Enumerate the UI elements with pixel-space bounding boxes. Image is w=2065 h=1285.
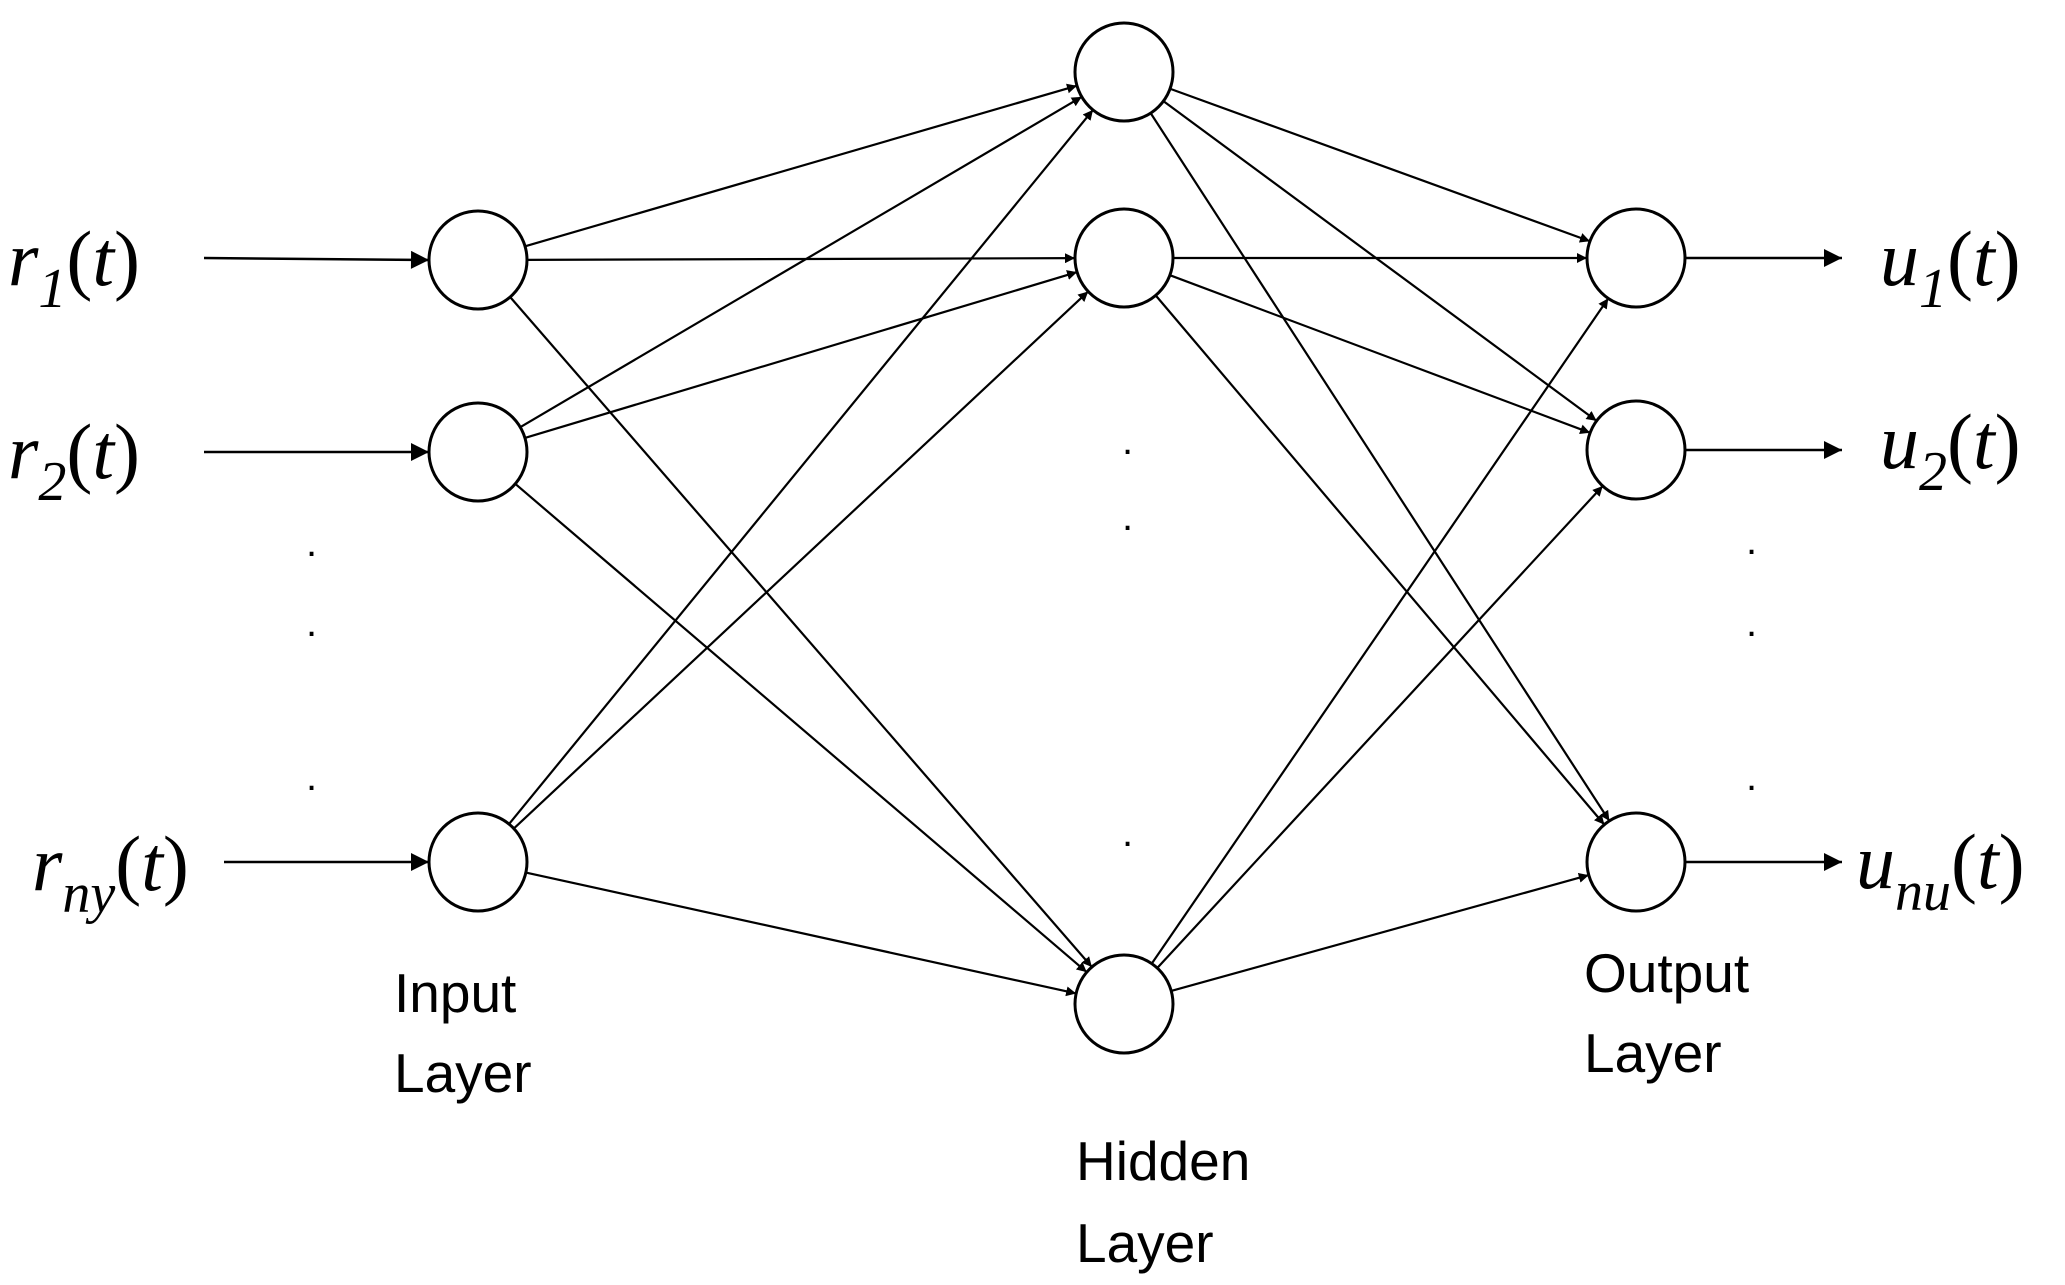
input-neuron (427, 401, 529, 503)
input-neuron (427, 209, 529, 311)
output-neuron (1585, 399, 1687, 501)
output-label-nu: unu(t) (1856, 818, 2025, 923)
input-hidden-connection (525, 871, 1077, 997)
input-ellipsis-dot: . (306, 601, 317, 645)
output-ellipsis-dot: . (1746, 519, 1757, 563)
input-neuron (427, 811, 529, 913)
output-neuron (1585, 811, 1687, 913)
input-label-1: r1(t) (8, 215, 140, 320)
hidden-output-connection (1150, 297, 1610, 965)
io-arrows (203, 249, 1842, 871)
hidden-output-connection (1154, 294, 1606, 826)
input-hidden-connection (524, 270, 1078, 439)
hidden-output-connection (1169, 87, 1591, 243)
output-neuron (1585, 207, 1687, 309)
hidden-layer-label-line2: Layer (1076, 1212, 1214, 1274)
input-layer-label-line1: Input (394, 962, 516, 1024)
hidden-output-connection (1169, 274, 1591, 434)
hidden-output-connection (1162, 100, 1598, 422)
input-hidden-connection (513, 290, 1089, 830)
neurons (427, 21, 1687, 1055)
output-ellipsis-dot: . (1746, 601, 1757, 645)
hidden-ellipsis-dot: . (1122, 811, 1133, 855)
hidden-ellipsis-dot: . (1122, 419, 1133, 463)
input-hidden-connection (509, 296, 1093, 968)
input-hidden-connection (519, 95, 1083, 429)
input-label-2: r2(t) (8, 408, 140, 513)
hidden-output-connection (1170, 872, 1590, 992)
output-label-2: u2(t) (1880, 398, 2021, 503)
hidden-neuron (1073, 207, 1175, 309)
hidden-neuron (1073, 21, 1175, 123)
input-hidden-connection (524, 83, 1078, 248)
output-layer-label-line2: Layer (1584, 1022, 1722, 1084)
input-arrow (203, 250, 430, 269)
input-label-ny: rny(t) (32, 820, 189, 925)
output-ellipsis-dot: . (1746, 755, 1757, 799)
weight-connections (508, 83, 1611, 997)
input-ellipsis-dot: . (306, 755, 317, 799)
input-hidden-connection (508, 109, 1094, 825)
input-hidden-connection (526, 253, 1076, 264)
input-hidden-connection (514, 482, 1088, 974)
hidden-output-connection (1149, 112, 1611, 822)
hidden-ellipsis-dot: . (1122, 495, 1133, 539)
hidden-output-connection (1156, 485, 1604, 969)
input-ellipsis-dot: . (306, 521, 317, 565)
input-layer-label-line2: Layer (394, 1042, 532, 1104)
hidden-neuron (1073, 953, 1175, 1055)
output-layer-label-line1: Output (1584, 942, 1749, 1004)
output-label-1: u1(t) (1880, 215, 2021, 320)
hidden-layer-label-line1: Hidden (1076, 1130, 1250, 1192)
